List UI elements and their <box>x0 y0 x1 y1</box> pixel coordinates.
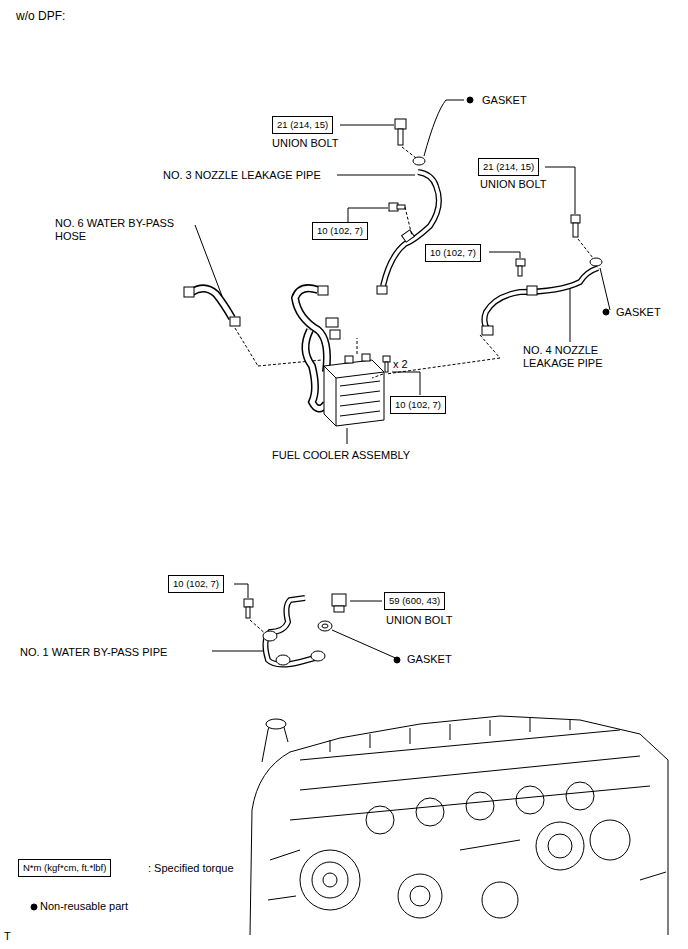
variant-note: w/o DPF: <box>16 9 65 23</box>
torque-value: 10 (102, 7) <box>430 247 476 258</box>
legend-note: Non-reusable part <box>40 900 128 912</box>
torque-box: 21 (214, 15) <box>478 158 539 176</box>
part-name: UNION BOLT <box>386 614 452 626</box>
legend-text: : Specified torque <box>148 862 234 874</box>
label-holder: GASKET <box>616 306 661 319</box>
label-holder: NO. 1 WATER BY-PASS PIPE <box>20 646 167 659</box>
torque-box: 10 (102, 7) <box>425 244 481 262</box>
torque-value: N*m (kgf*cm, ft.*lbf) <box>23 862 106 873</box>
label-holder: Non-reusable part <box>40 900 128 913</box>
torque-value: 21 (214, 15) <box>483 161 534 172</box>
torque-value: 21 (214, 15) <box>277 119 328 130</box>
torque-value: 10 (102, 7) <box>395 399 441 410</box>
label-holder: NO. 4 NOZZLE LEAKAGE PIPE <box>523 344 619 370</box>
part-name: GASKET <box>616 306 661 318</box>
legend-box: N*m (kgf*cm, ft.*lbf) <box>18 859 111 877</box>
torque-box: 59 (600, 43) <box>384 592 445 610</box>
torque-value: 59 (600, 43) <box>389 595 440 606</box>
torque-value: 10 (102, 7) <box>317 225 363 236</box>
label-holder: UNION BOLT <box>386 614 452 627</box>
label-holder: : Specified torque <box>148 862 234 875</box>
label-holder: T <box>4 930 11 943</box>
part-name: NO. 3 NOZZLE LEAKAGE PIPE <box>163 169 321 181</box>
label-holder: NO. 3 NOZZLE LEAKAGE PIPE <box>163 169 321 182</box>
torque-box: 10 (102, 7) <box>312 222 368 240</box>
label-holder: NO. 6 WATER BY-PASS HOSE <box>55 217 187 243</box>
label-holder: GASKET <box>482 94 527 107</box>
label-holder: x 2 <box>393 358 408 371</box>
label-holder: w/o DPF: <box>16 10 65 23</box>
torque-box: 21 (214, 15) <box>272 116 333 134</box>
part-name: NO. 6 WATER BY-PASS HOSE <box>55 217 174 242</box>
part-name: FUEL COOLER ASSEMBLY <box>272 449 410 461</box>
label-holder: UNION BOLT <box>272 137 338 150</box>
part-name: NO. 1 WATER BY-PASS PIPE <box>20 646 167 658</box>
page-mark: T <box>4 930 11 942</box>
part-name: GASKET <box>407 653 452 665</box>
label-holder: GASKET <box>407 653 452 666</box>
label-holder: UNION BOLT <box>480 178 546 191</box>
label-holder: FUEL COOLER ASSEMBLY <box>272 449 410 462</box>
quantity: x 2 <box>393 358 408 370</box>
torque-box: 10 (102, 7) <box>168 575 224 593</box>
torque-value: 10 (102, 7) <box>173 578 219 589</box>
torque-box: 10 (102, 7) <box>390 396 446 414</box>
part-name: GASKET <box>482 94 527 106</box>
part-name: UNION BOLT <box>272 137 338 149</box>
part-name: NO. 4 NOZZLE LEAKAGE PIPE <box>523 344 602 369</box>
part-name: UNION BOLT <box>480 178 546 190</box>
